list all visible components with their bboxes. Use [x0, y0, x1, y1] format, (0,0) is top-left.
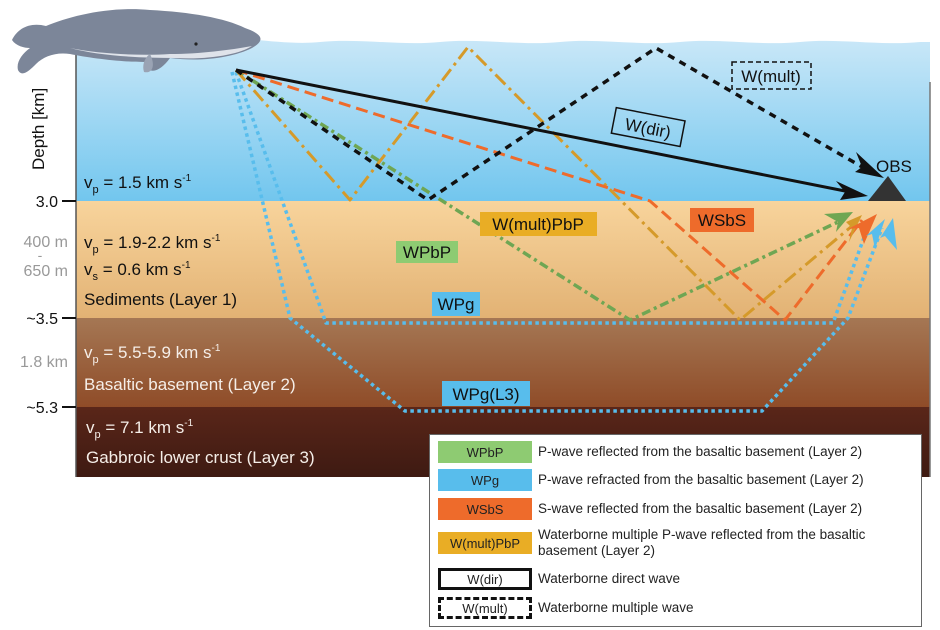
svg-text:vp = 1.5 km s-1: vp = 1.5 km s-1 [84, 173, 192, 196]
arrowhead-wsbs [848, 214, 877, 244]
tick-label-5.3: ~5.3 [26, 400, 58, 417]
ray-wpg-l3 [230, 71, 884, 413]
legend-desc-wsbs: S-wave reflected from the basaltic basem… [538, 501, 863, 516]
svg-text:vp = 5.5-5.9 km s-1: vp = 5.5-5.9 km s-1 [84, 343, 221, 366]
label-wsbs: WSbS [690, 208, 754, 232]
depth-axis-label: Depth [km] [29, 88, 48, 170]
basement-thickness: 1.8 km [20, 354, 68, 371]
label-wmultpbp: W(mult)PbP [480, 212, 597, 236]
legend-swatch-wsbs: WSbS [438, 498, 532, 520]
ray-wdir [235, 68, 851, 194]
arrowhead-wdir [836, 181, 868, 200]
svg-text:vp = 1.9-2.2 km s-1: vp = 1.9-2.2 km s-1 [84, 233, 221, 256]
legend-swatch-wpg: WPg [438, 469, 532, 491]
label-wpbp: WPbP [396, 241, 458, 263]
legend-swatch-wdir: W(dir) [438, 568, 532, 590]
label-wpg: WPg [432, 292, 480, 316]
legend-item-wmultpbp: W(mult)PbP Waterborne multiple P-wave re… [438, 527, 918, 559]
sediment-thickness-sep: - [38, 247, 43, 263]
arrowheads [824, 152, 897, 250]
svg-text:WPbP: WPbP [403, 243, 451, 262]
sediment-thickness-min: 400 m [24, 234, 68, 251]
legend-desc-wmultpbp: Waterborne multiple P-wave reflected fro… [538, 527, 866, 558]
svg-text:W(mult)PbP: W(mult)PbP [492, 215, 584, 234]
legend-item-wsbs: WSbS S-wave reflected from the basaltic … [438, 498, 862, 520]
ray-wmultpbp [234, 45, 853, 322]
sediment-labels: vp = 1.9-2.2 km s-1 vs = 0.6 km s-1 Sedi… [84, 233, 237, 309]
ray-wpg [234, 71, 868, 325]
water-velocity-label: vp = 1.5 km s-1 [84, 173, 192, 196]
ray-wpbp [235, 68, 839, 322]
svg-text:vs = 0.6 km s-1: vs = 0.6 km s-1 [84, 260, 191, 283]
arrowhead-wmult [855, 152, 884, 178]
legend-desc-wpbp: P-wave reflected from the basaltic basem… [538, 444, 863, 459]
legend-swatch-wpbp: WPbP [438, 441, 532, 463]
legend-item-wpg: WPg P-wave refracted from the basaltic b… [438, 469, 864, 491]
arrowhead-wpbp [824, 212, 853, 232]
svg-text:WPg: WPg [438, 295, 475, 314]
lower-crust-labels: vp = 7.1 km s-1 Gabbroic lower crust (La… [86, 418, 315, 467]
svg-text:W(mult): W(mult) [741, 67, 800, 86]
basement-layer-name: Basaltic basement (Layer 2) [84, 375, 296, 394]
ray-paths [230, 45, 884, 413]
arrowhead-wmultpbp [846, 215, 862, 242]
svg-text:WSbS: WSbS [698, 211, 746, 230]
legend: WPbP P-wave reflected from the basaltic … [429, 434, 922, 627]
label-wmult: W(mult) [731, 61, 812, 90]
obs-icon [868, 176, 906, 201]
sediment-thickness-max: 650 m [24, 263, 68, 280]
ray-wmult [235, 46, 865, 202]
legend-desc-wmult: Waterborne multiple wave [538, 600, 694, 615]
tick-label-3.0: 3.0 [36, 194, 58, 211]
legend-item-wmult: W(mult) Waterborne multiple wave [438, 597, 694, 619]
water-layer [76, 35, 930, 201]
arrowhead-wpg [866, 219, 885, 249]
legend-desc-wpg: P-wave refracted from the basaltic basem… [538, 472, 864, 487]
svg-text:WPg(L3): WPg(L3) [452, 385, 519, 404]
svg-text:vp = 7.1 km s-1: vp = 7.1 km s-1 [86, 418, 194, 441]
legend-desc-wdir: Waterborne direct wave [538, 571, 681, 586]
whale-icon [12, 9, 261, 74]
basement-labels: vp = 5.5-5.9 km s-1 Basaltic basement (L… [84, 343, 296, 394]
arrowhead-wpg-l3 [880, 218, 897, 250]
lower-crust-layer-name: Gabbroic lower crust (Layer 3) [86, 448, 315, 467]
legend-item-wpbp: WPbP P-wave reflected from the basaltic … [438, 441, 862, 463]
legend-swatch-wmultpbp: W(mult)PbP [438, 532, 532, 554]
legend-swatch-wmult: W(mult) [438, 597, 532, 619]
label-wpg-l3: WPg(L3) [442, 381, 530, 406]
sediment-layer-name: Sediments (Layer 1) [84, 290, 237, 309]
obs-label: OBS [876, 157, 912, 176]
ray-wsbs [235, 68, 864, 322]
legend-item-wdir: W(dir) Waterborne direct wave [438, 568, 680, 590]
tick-label-3.5: ~3.5 [26, 311, 58, 328]
